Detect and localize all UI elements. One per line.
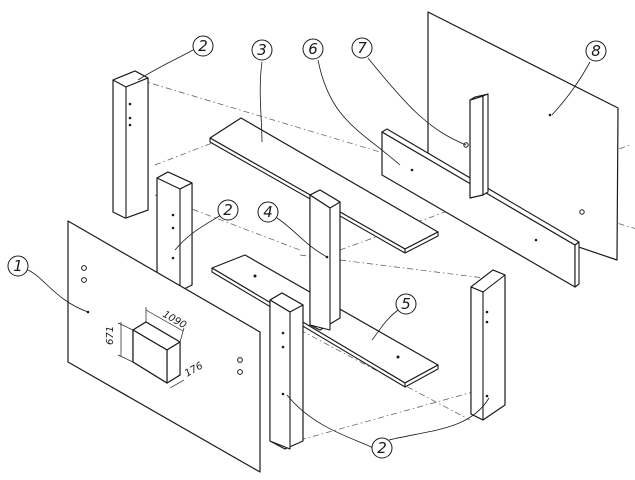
- dowel-hole: [237, 369, 243, 375]
- hole-dot: [396, 355, 400, 359]
- dowel-hole: [579, 209, 585, 215]
- dim-ext: [117, 322, 134, 331]
- hole-dot: [485, 320, 489, 324]
- dim-line-depth: [169, 379, 185, 389]
- callout-2-middle: 2: [217, 199, 239, 221]
- callout-label: 7: [357, 39, 367, 57]
- hole-dot: [534, 238, 538, 242]
- dim-line-length: [145, 309, 184, 332]
- axis-line-left-lower: [154, 194, 301, 251]
- callout-label: 8: [591, 42, 601, 60]
- side-panel-middle-left: [156, 171, 193, 293]
- callout-label: 2: [198, 37, 208, 55]
- callout-label: 5: [401, 295, 411, 313]
- callout-7: 7: [351, 37, 373, 59]
- leader-2-bottom-b: [388, 397, 490, 441]
- hole-dot: [171, 213, 175, 217]
- callout-label: 6: [308, 40, 318, 58]
- leader-8: [551, 61, 591, 116]
- leader-2-top: [137, 49, 194, 81]
- hole-dot: [171, 256, 175, 260]
- hole-dot: [281, 392, 285, 396]
- leader-2-middle: [174, 214, 222, 251]
- dim-ext: [179, 327, 185, 343]
- hole-dot: [281, 345, 285, 349]
- axis-line-center: [299, 254, 501, 281]
- callout-label: 1: [13, 257, 23, 275]
- dimension-height: 671: [105, 326, 116, 345]
- dim-ext: [117, 354, 134, 363]
- hole-dot: [281, 331, 285, 335]
- top-shelf: [209, 117, 439, 254]
- hole-dot: [128, 123, 132, 127]
- leader-2-bottom-a: [286, 394, 376, 450]
- leader-1: [27, 269, 89, 313]
- hole-dot: [410, 168, 414, 172]
- hole-dot: [253, 274, 257, 278]
- callout-label: 3: [257, 41, 267, 59]
- hole-dot: [485, 310, 489, 314]
- leader-4: [276, 217, 328, 258]
- hole-dot: [171, 226, 175, 230]
- leader-lines: [27, 49, 591, 450]
- side-panel-front-bottom: [269, 292, 304, 450]
- callout-2-top: 2: [192, 35, 214, 57]
- dowel-hole: [237, 357, 243, 363]
- callout-5: 5: [395, 293, 417, 315]
- side-panel-right: [470, 269, 506, 421]
- callout-label: 4: [263, 203, 273, 221]
- callout-4: 4: [257, 201, 279, 223]
- vertical-divider: [309, 189, 341, 331]
- dowel-hole: [81, 265, 87, 271]
- leader-3: [259, 61, 263, 143]
- side-panel-top-left: [112, 70, 149, 219]
- callout-8: 8: [585, 40, 607, 62]
- callout-2-bottom: 2: [371, 437, 393, 459]
- hole-dot: [485, 394, 489, 398]
- hole-dot: [548, 113, 552, 117]
- hole-dot: [128, 102, 132, 106]
- callout-label: 2: [223, 201, 233, 219]
- callout-1: 1: [7, 255, 29, 277]
- dowel-hole: [81, 277, 87, 283]
- callout-label: 2: [377, 439, 387, 457]
- callout-3: 3: [251, 39, 273, 61]
- hole-dot: [128, 116, 132, 120]
- leader-5: [371, 309, 399, 341]
- vertical-strip: [463, 93, 489, 199]
- callout-6: 6: [302, 38, 324, 60]
- axis-line-left: [154, 139, 221, 166]
- leader-7: [367, 57, 467, 146]
- axis-line-bottom: [299, 389, 481, 441]
- leader-6: [317, 59, 401, 166]
